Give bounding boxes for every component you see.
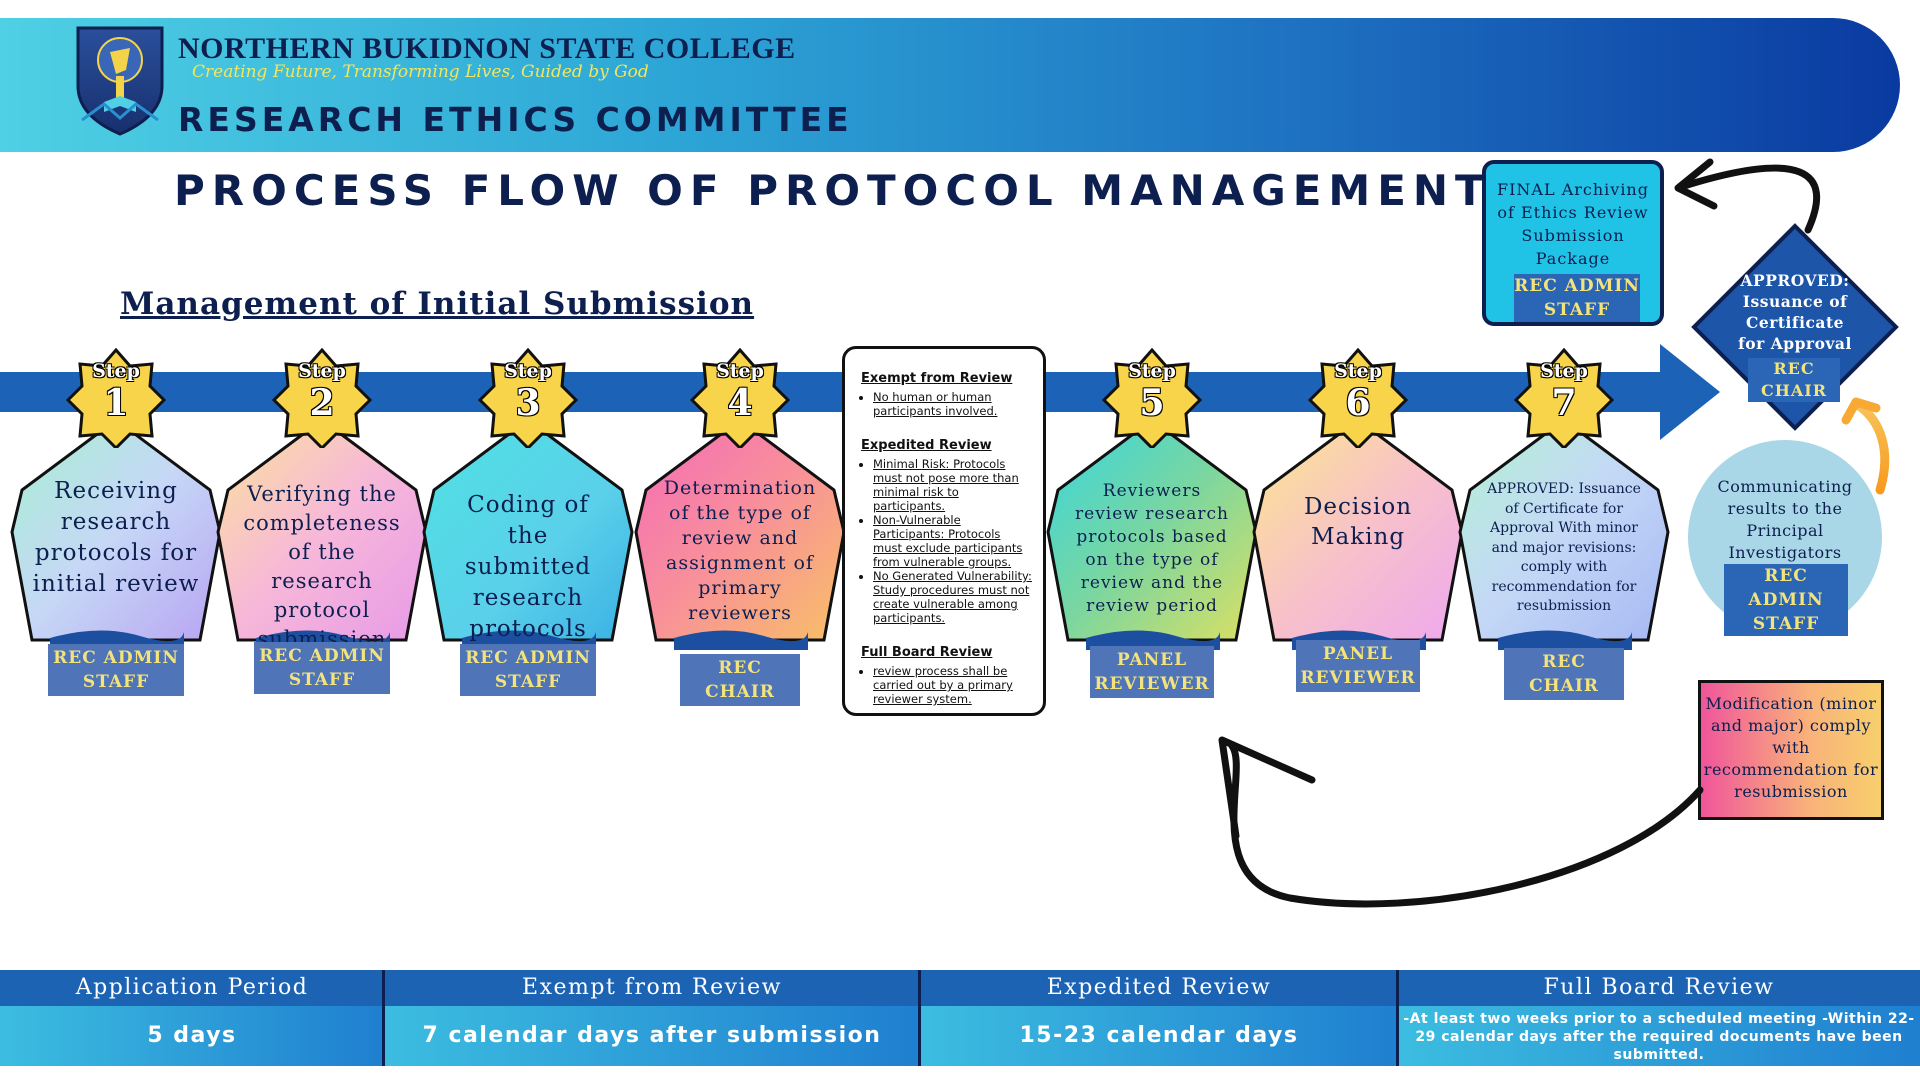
approved-diamond [1691, 223, 1899, 431]
step-card-6: Step 6 Decision Making PANEL REVIEWER [1252, 348, 1464, 720]
college-logo [76, 26, 164, 136]
step-badge [1102, 348, 1202, 448]
timeline-arrowhead [1660, 344, 1720, 440]
step-role: REC ADMIN STAFF [48, 644, 184, 696]
step-badge [478, 348, 578, 448]
page-title: PROCESS FLOW OF PROTOCOL MANAGEMENT [174, 166, 1491, 215]
footer-timeline: Application Period 5 days Exempt from Re… [0, 970, 1920, 1066]
footer-col-full-board: Full Board Review -At least two weeks pr… [1398, 970, 1920, 1066]
step-role: REC CHAIR [1504, 648, 1624, 700]
step-badge [1514, 348, 1614, 448]
footer-divider [918, 970, 921, 1066]
committee-name: RESEARCH ETHICS COMMITTEE [178, 100, 853, 139]
list-item: No human or human participants involved. [873, 390, 1033, 418]
step-text: Decision Making [1303, 494, 1413, 550]
final-archive-role: REC ADMIN STAFF [1514, 274, 1640, 322]
step-badge-label: Step [716, 360, 764, 382]
footer-divider [1396, 970, 1399, 1066]
approved-role: REC CHAIR [1748, 358, 1840, 402]
arrowhead-step5 [1218, 736, 1316, 840]
footer-divider [382, 970, 385, 1066]
exempt-heading: Exempt from Review [861, 371, 1013, 386]
step-role: REC ADMIN STAFF [254, 642, 390, 694]
step-text: Coding of the submitted research protoco… [464, 492, 592, 642]
step-number: 6 [1345, 382, 1371, 424]
step-text: Determination of the type of review and … [663, 477, 817, 624]
modification-text: Modification (minor and major) comply wi… [1703, 694, 1879, 801]
communicating-role: REC ADMIN STAFF [1724, 564, 1848, 636]
final-archive-text: FINAL Archiving of Ethics Review Submiss… [1497, 180, 1649, 268]
footer-label: Expedited Review [920, 970, 1398, 1006]
step-card-5: Step 5 Reviewers review research protoco… [1046, 348, 1258, 720]
step-badge-label: Step [92, 360, 140, 382]
arrow-modification-to-step5 [1228, 742, 1704, 908]
modification-box: Modification (minor and major) comply wi… [1698, 680, 1884, 820]
step-role: REC ADMIN STAFF [460, 644, 596, 696]
section-heading: Management of Initial Submission [120, 286, 755, 322]
footer-value: 7 calendar days after submission [384, 1006, 920, 1066]
final-archive-box: FINAL Archiving of Ethics Review Submiss… [1482, 160, 1664, 326]
step-role: REC CHAIR [680, 654, 800, 706]
list-item: Minimal Risk: Protocols must not pose mo… [873, 457, 1033, 513]
step-role: PANEL REVIEWER [1296, 640, 1420, 692]
step-role: PANEL REVIEWER [1090, 646, 1214, 698]
header-bar [0, 18, 1900, 152]
step-card-7: Step 7 APPROVED: Issuance of Certificate… [1458, 348, 1670, 720]
step-number: 1 [103, 382, 129, 424]
arrowhead-final [1674, 158, 1718, 210]
step-card-4: Step 4 Determination of the type of revi… [634, 348, 846, 720]
step-badge [66, 348, 166, 448]
footer-label: Exempt from Review [384, 970, 920, 1006]
step-badge-label: Step [1334, 360, 1382, 382]
footer-value: -At least two weeks prior to a scheduled… [1398, 1006, 1920, 1066]
review-types-box: Exempt from Review No human or human par… [842, 346, 1046, 716]
step-badge [1308, 348, 1408, 448]
step-text: Verifying the completeness of the resear… [243, 482, 401, 651]
step-shape [1458, 418, 1670, 650]
footer-col-application: Application Period 5 days [0, 970, 384, 1066]
step-number: 7 [1551, 382, 1577, 424]
step-text: APPROVED: Issuance of Certificate for Ap… [1487, 481, 1641, 614]
step-card-3: Step 3 Coding of the submitted research … [422, 348, 634, 720]
college-motto: Creating Future, Transforming Lives, Gui… [192, 62, 649, 82]
footer-col-exempt: Exempt from Review 7 calendar days after… [384, 970, 920, 1066]
full-board-heading: Full Board Review [861, 645, 993, 660]
footer-value: 5 days [0, 1006, 384, 1066]
step-text: Reviewers review research protocols base… [1075, 481, 1229, 616]
step-badge [272, 348, 372, 448]
list-item: Non-Vulnerable Participants: Protocols m… [873, 513, 1033, 569]
college-name: NORTHERN BUKIDNON STATE COLLEGE [178, 32, 796, 65]
step-badge [690, 348, 790, 448]
step-shape [634, 418, 846, 650]
arrow-approved-to-final [1680, 164, 1821, 234]
list-item: review process shall be carried out by a… [873, 664, 1033, 706]
footer-label: Application Period [0, 970, 384, 1006]
step-number: 2 [309, 382, 335, 424]
step-badge-label: Step [298, 360, 346, 382]
step-badge-label: Step [504, 360, 552, 382]
communicating-text: Communicating results to the Principal I… [1717, 477, 1853, 562]
step-badge-label: Step [1128, 360, 1176, 382]
footer-value: 15-23 calendar days [920, 1006, 1398, 1066]
expedited-list: Minimal Risk: Protocols must not pose mo… [855, 457, 1033, 625]
step-number: 3 [515, 382, 541, 424]
step-text: Receiving research protocols for initial… [32, 478, 200, 597]
step-number: 5 [1139, 382, 1165, 424]
approved-text: APPROVED: Issuance of Certificate for Ap… [1738, 271, 1852, 353]
footer-label: Full Board Review [1398, 970, 1920, 1006]
footer-col-expedited: Expedited Review 15-23 calendar days [920, 970, 1398, 1066]
step-card-1: Step 1 Receiving research protocols for … [10, 348, 222, 720]
list-item: No Generated Vulnerability: Study proced… [873, 569, 1033, 625]
expedited-heading: Expedited Review [861, 438, 992, 453]
step-shape [1046, 418, 1258, 650]
full-board-list: review process shall be carried out by a… [855, 664, 1033, 706]
exempt-list: No human or human participants involved. [855, 390, 1033, 418]
step-number: 4 [727, 382, 753, 424]
step-badge-label: Step [1540, 360, 1588, 382]
step-card-2: Step 2 Verifying the completeness of the… [216, 348, 428, 720]
